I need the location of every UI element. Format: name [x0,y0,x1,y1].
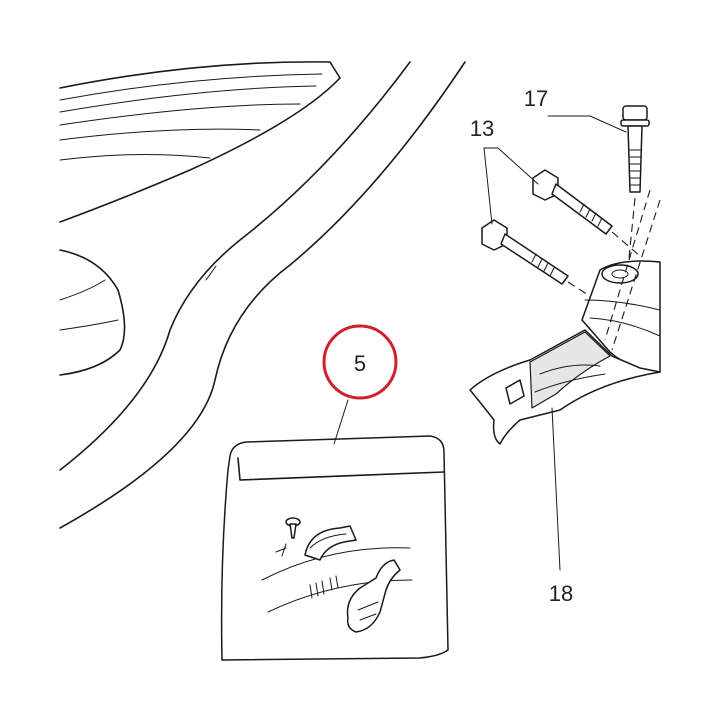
leader-5 [333,399,349,445]
body-panel-outline [59,61,466,529]
leader-lines [333,115,627,571]
bolt-13-upper [532,169,641,257]
leader-13-b [483,147,493,225]
callout-17: 17 [524,86,548,111]
leader-17 [547,115,627,133]
highlight-circle [322,324,398,400]
callout-13: 13 [470,116,494,141]
clip-parts [275,517,401,633]
cover-panel-5 [220,435,449,661]
bracket-18 [469,189,661,445]
callout-18: 18 [549,581,573,606]
bolt-13-lower [481,219,597,301]
callout-5: 5 [354,351,366,376]
bolt-17 [620,105,650,269]
leader-18 [551,407,561,571]
leader-13-a [483,147,539,185]
